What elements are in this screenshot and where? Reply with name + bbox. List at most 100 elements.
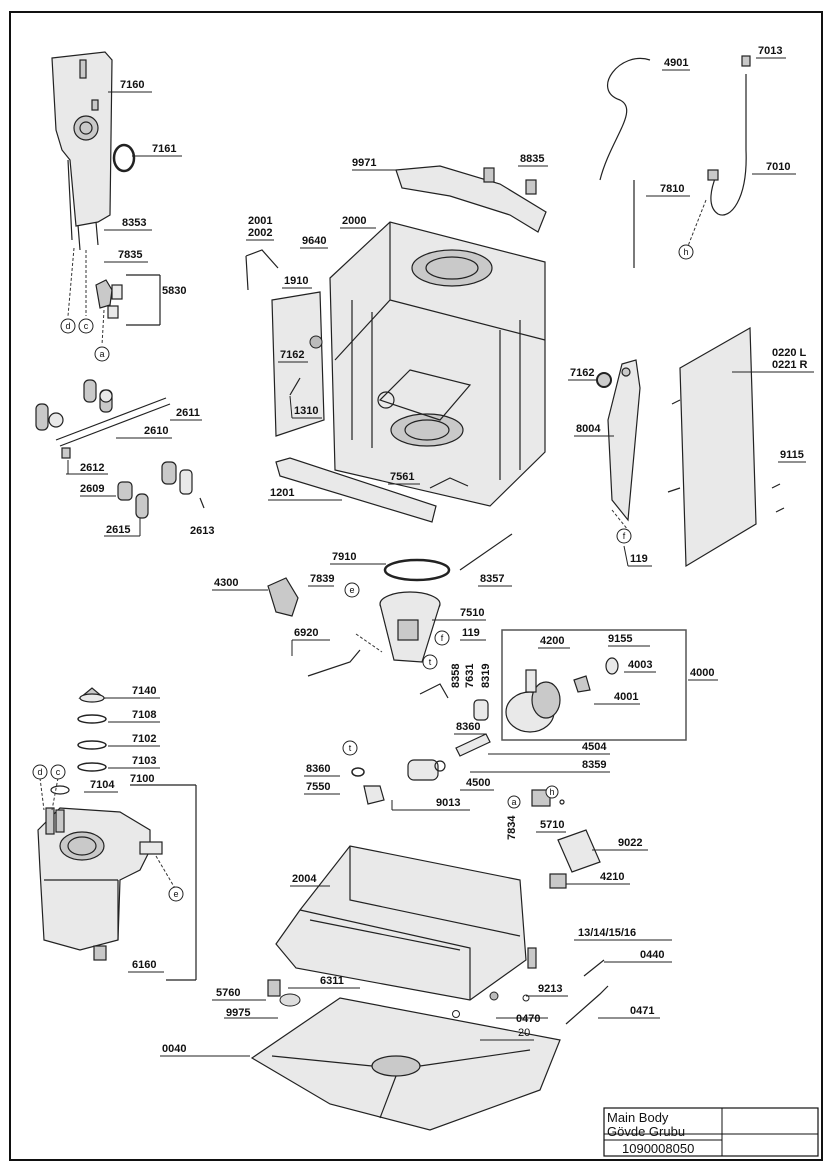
callout-t-lower: t	[342, 740, 358, 756]
label-5760: 5760	[216, 987, 240, 999]
part-2610-rod	[35, 379, 205, 519]
part-0470-cap	[489, 991, 499, 1001]
svg-text:t: t	[429, 657, 432, 667]
label-119-right: 119	[630, 553, 648, 565]
svg-text:f: f	[441, 633, 444, 643]
label-2000: 2000	[342, 215, 366, 227]
label-5710: 5710	[540, 819, 564, 831]
part-7100-water-softener	[37, 807, 163, 961]
label-8358: 8358	[450, 664, 462, 688]
label-8357: 8357	[480, 573, 504, 585]
part-0040-base-pan	[250, 997, 561, 1131]
callout-e-center: e	[344, 582, 360, 598]
part-1910-panel	[271, 291, 325, 437]
svg-text:e: e	[173, 889, 178, 899]
part-9975-float-cap	[279, 993, 301, 1007]
label-7103: 7103	[132, 755, 156, 767]
part-7103-gasket	[77, 762, 107, 772]
callout-h-lower: h	[545, 785, 559, 799]
label-2613: 2613	[190, 525, 214, 537]
part-7010-cable	[707, 74, 747, 216]
svg-text:t: t	[349, 743, 352, 753]
title-govde-grubu: Gövde Grubu	[607, 1124, 685, 1139]
part-7161-ring	[112, 143, 136, 173]
label-0470: 0470	[516, 1013, 540, 1025]
part-7013-nut	[741, 55, 751, 67]
part-1201-rail	[275, 457, 437, 523]
label-9640: 9640	[302, 235, 326, 247]
part-2000-tub	[329, 221, 546, 507]
label-4901: 4901	[664, 57, 688, 69]
label-8353: 8353	[122, 217, 146, 229]
callout-f-right: f	[616, 528, 632, 544]
label-9013: 9013	[436, 797, 460, 809]
label-4200: 4200	[540, 635, 564, 647]
label-0221-r: 0221 R	[772, 359, 808, 371]
label-9115: 9115	[780, 449, 804, 461]
label-7161: 7161	[152, 143, 176, 155]
label-7162-right: 7162	[570, 367, 594, 379]
part-4210-connector	[549, 873, 567, 889]
part-4504-tube	[455, 733, 491, 757]
svg-text:a: a	[99, 349, 104, 359]
label-2001: 2001	[248, 215, 272, 227]
part-9971-top-frame	[395, 165, 547, 233]
part-7108-gasket	[77, 714, 107, 724]
part-7162-seal-left	[309, 335, 323, 349]
label-9155: 9155	[608, 633, 632, 645]
svg-text:h: h	[683, 247, 688, 257]
label-119-center: 119	[462, 627, 480, 639]
part-7160-side-plate	[51, 51, 113, 251]
label-6311: 6311	[320, 975, 344, 987]
part-7550-elbow	[363, 785, 385, 805]
earth-symbol	[452, 1010, 460, 1018]
part-6920-sensor	[307, 649, 361, 677]
part-7631-tube	[473, 699, 489, 721]
label-7631: 7631	[464, 664, 476, 688]
svg-text:h: h	[549, 787, 554, 797]
callout-d-softener: d	[32, 764, 48, 780]
part-8360-clamp	[351, 767, 365, 777]
label-4003: 4003	[628, 659, 652, 671]
svg-text:c: c	[84, 321, 89, 331]
drawing-border	[9, 11, 823, 1161]
title-code: 1090008050	[622, 1141, 694, 1156]
label-7160: 7160	[120, 79, 144, 91]
label-6920: 6920	[294, 627, 318, 639]
label-1310: 1310	[294, 405, 318, 417]
part-8357-hose	[459, 533, 513, 571]
label-7910: 7910	[332, 551, 356, 563]
label-9213: 9213	[538, 983, 562, 995]
svg-text:e: e	[349, 585, 354, 595]
callout-a-left: a	[94, 346, 110, 362]
label-7104: 7104	[90, 779, 115, 791]
label-0440: 0440	[640, 949, 664, 961]
label-4504: 4504	[582, 741, 607, 753]
part-8358-clamp	[419, 683, 449, 699]
part-7162-seal-right	[596, 372, 612, 388]
label-0471: 0471	[630, 1005, 654, 1017]
label-0220-l: 0220 L	[772, 347, 807, 359]
label-4000: 4000	[690, 667, 714, 679]
part-7835-valve	[95, 279, 123, 319]
part-4500-hose	[407, 759, 446, 781]
label-9022: 9022	[618, 837, 642, 849]
label-7550: 7550	[306, 781, 330, 793]
label-7108: 7108	[132, 709, 156, 721]
label-2612: 2612	[80, 462, 104, 474]
label-2002: 2002	[248, 227, 272, 239]
leader-lines	[66, 57, 814, 1057]
label-2615: 2615	[106, 524, 130, 536]
label-5830: 5830	[162, 285, 186, 297]
label-4300: 4300	[214, 577, 238, 589]
callout-c-softener: c	[50, 764, 66, 780]
label-2004: 2004	[292, 873, 317, 885]
label-1201: 1201	[270, 487, 294, 499]
callout-e-softener: e	[168, 886, 184, 902]
label-4500: 4500	[466, 777, 490, 789]
label-7100: 7100	[130, 773, 154, 785]
callout-c-left-top: c	[78, 318, 94, 334]
part-8004-arm	[607, 359, 641, 522]
callout-t-center: t	[422, 654, 438, 670]
